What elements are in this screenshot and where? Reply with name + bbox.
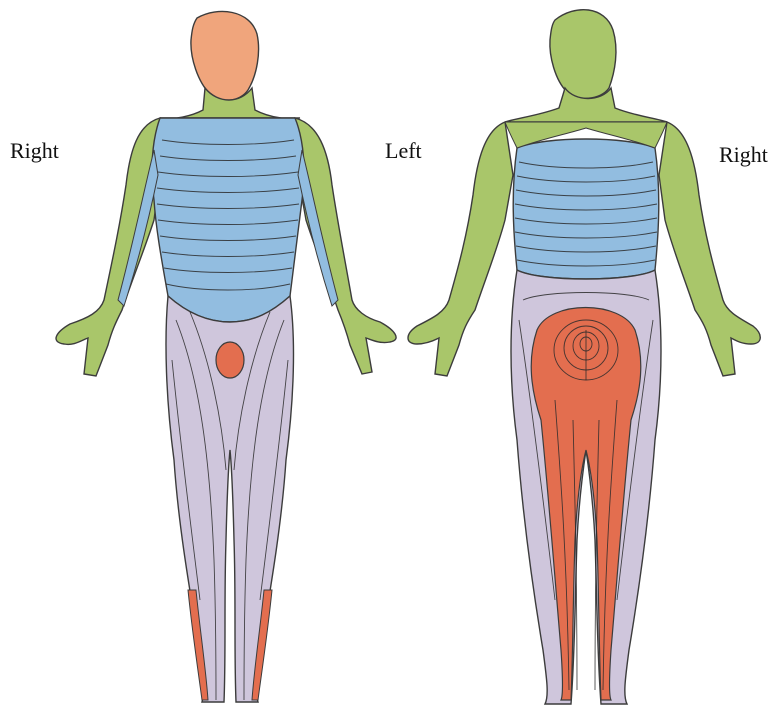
front-genital-region: [216, 342, 244, 378]
front-arm-viewer-right: [295, 118, 396, 374]
back-arm-viewer-left: [408, 122, 513, 376]
front-torso: [152, 118, 304, 322]
back-arm-viewer-right: [659, 122, 760, 376]
back-torso-upper: [513, 139, 659, 279]
front-arm-viewer-left: [56, 118, 160, 376]
back-head: [550, 10, 616, 99]
front-body-figure: [50, 0, 400, 713]
back-body-figure: [405, 0, 765, 713]
front-head: [191, 11, 259, 100]
